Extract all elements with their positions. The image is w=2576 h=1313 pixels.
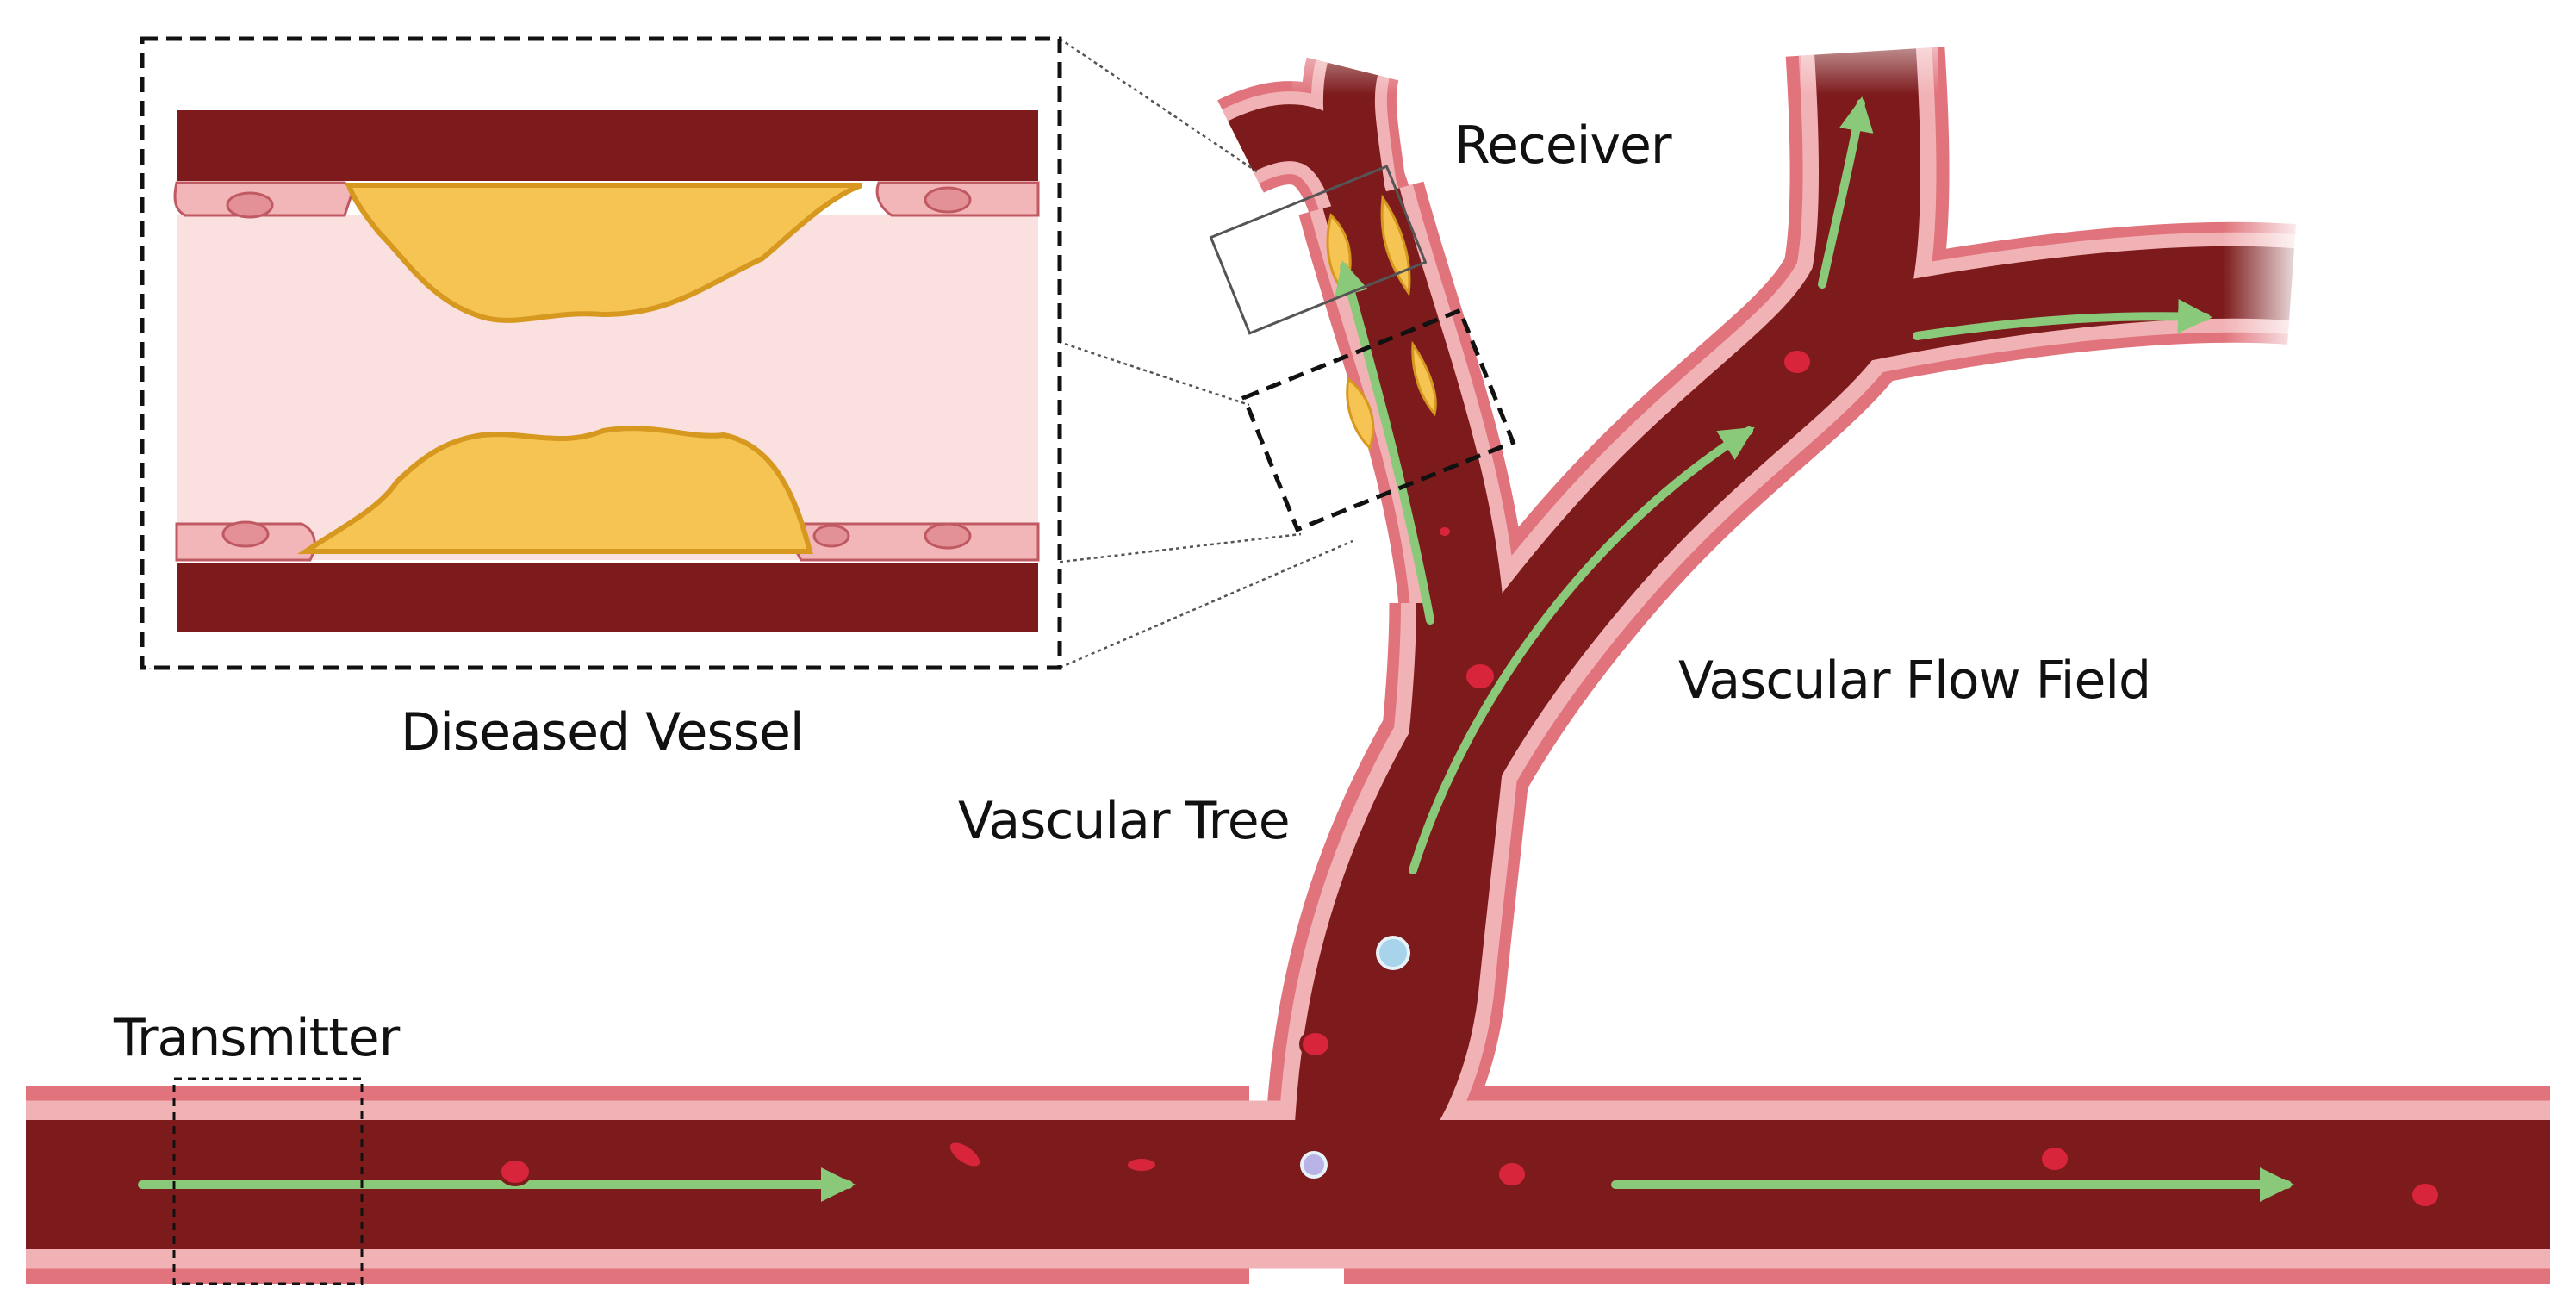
flow-arrow-trunk	[1409, 426, 1755, 874]
transmitter-label: Transmitter	[114, 1008, 400, 1068]
diseased-vessel-inset	[140, 36, 1062, 670]
endothelial-cells-top	[173, 181, 1040, 219]
flow-arrow-right	[1913, 299, 2212, 340]
flow-arrows	[138, 96, 2294, 1202]
diseased-vessel-label: Diseased Vessel	[401, 702, 805, 762]
blood-cells	[498, 347, 2442, 1210]
diseased-region-box	[1241, 308, 1516, 532]
flow-arrow-top	[1818, 96, 1874, 289]
red-blood-cell	[498, 347, 2442, 1210]
plaque-bottom	[297, 426, 813, 554]
plaque-top	[345, 183, 863, 323]
vascular-tree-vessels	[26, 0, 2550, 1284]
vascular-flow-field-label: Vascular Flow Field	[1678, 650, 2151, 711]
flow-arrow-branch	[1335, 260, 1434, 625]
receiver-box	[1209, 165, 1428, 335]
vascular-tree-label: Vascular Tree	[958, 791, 1291, 851]
transmitter-box	[172, 1077, 364, 1285]
endothelial-cells-bottom	[175, 520, 1040, 562]
white-blood-cell	[1300, 1151, 1328, 1179]
white-blood-cell	[1376, 936, 1410, 970]
receiver-label: Receiver	[1454, 115, 1672, 176]
